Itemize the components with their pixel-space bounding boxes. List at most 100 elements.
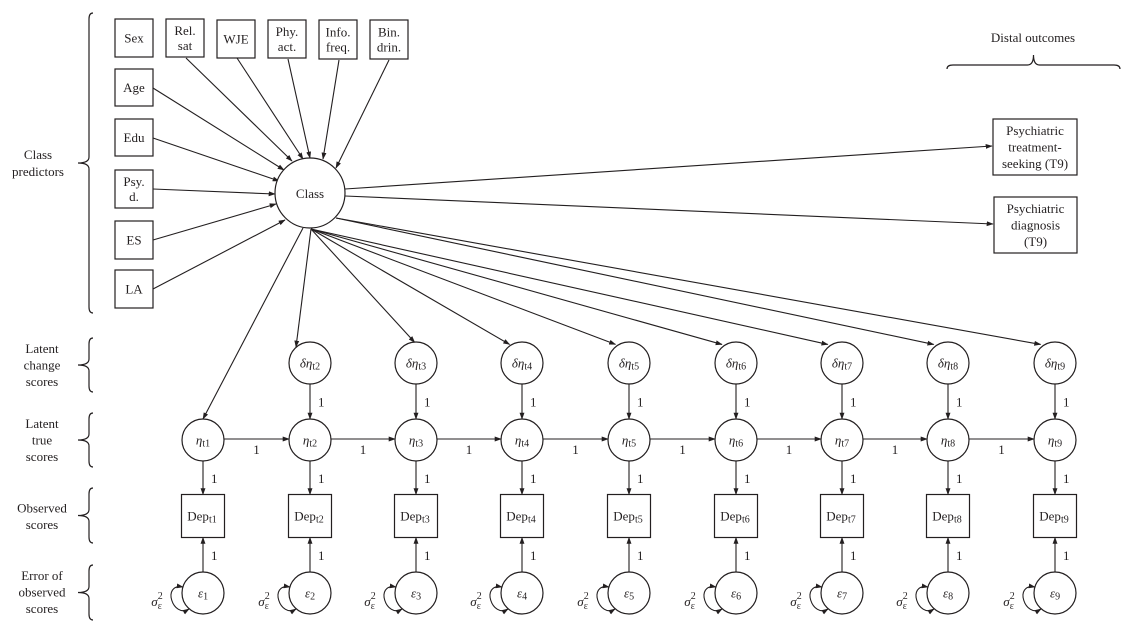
epsilon-label-t1: ε1 (198, 586, 208, 603)
epsilon-node-t1 (181, 571, 225, 615)
coef-delta-eta-t8: 1 (956, 395, 963, 410)
label-latent-change-line: Latent (25, 341, 59, 356)
predictor-label-line: Bin. (378, 25, 400, 40)
coef-eta-dep-t7: 1 (850, 471, 857, 486)
delta-eta-label-t5: δηt5 (619, 356, 639, 373)
coef-delta-eta-t4: 1 (530, 395, 537, 410)
dep-label-t7: Dept7 (826, 509, 855, 526)
coef-autoregressive-t3: 1 (466, 442, 473, 457)
predictor-phy-act: Phy.act. (267, 19, 307, 59)
label-latent-true-line: true (32, 433, 52, 448)
dep-box-t1 (180, 493, 226, 539)
dep-box-t4 (499, 493, 545, 539)
delta-eta-node-t2 (288, 341, 332, 385)
arrow-class-to-delta-eta-t3 (310, 228, 416, 343)
label-latent-true-line: scores (26, 449, 59, 464)
predictor-label-line: Age (123, 80, 145, 95)
predictor-wje: WJE (216, 19, 256, 59)
dep-box-t2 (287, 493, 333, 539)
arrow-info-freq-to-class (321, 59, 340, 160)
dep-box-t3 (393, 493, 439, 539)
coef-autoregressive-t7: 1 (892, 442, 899, 457)
predictor-label-line: WJE (223, 32, 248, 47)
predictor-info-freq: Info.freq. (318, 19, 358, 60)
arrow-class-to-delta-eta-t6 (310, 228, 723, 346)
dep-box-t7 (819, 493, 865, 539)
predictor-label-line: Edu (124, 130, 145, 145)
delta-eta-label-t7: δηt7 (832, 356, 852, 373)
eta-label-t6: ηt6 (729, 433, 743, 450)
predictor-label: Psy.d. (123, 174, 144, 204)
coef-eta-dep-t2: 1 (318, 471, 325, 486)
dep-label-t3: Dept3 (400, 509, 429, 526)
predictor-box (216, 19, 256, 59)
predictor-label-line: ES (126, 233, 141, 248)
eta-label-t8: ηt8 (941, 433, 955, 450)
predictor-label-line: Psy. (123, 174, 144, 189)
arrow-age-to-class (152, 87, 285, 171)
coef-autoregressive-t2: 1 (360, 442, 367, 457)
epsilon-node-t3 (394, 571, 438, 615)
eta-node-t9 (1033, 418, 1077, 462)
arrow-wje-to-class (236, 57, 304, 160)
dep-box-t8 (925, 493, 971, 539)
epsilon-node-t7 (820, 571, 864, 615)
delta-eta-label-t8: δηt8 (938, 356, 958, 373)
delta-eta-label-t3: δηt3 (406, 356, 426, 373)
variance-loop-t5 (596, 583, 616, 615)
coef-eta-dep-t4: 1 (530, 471, 537, 486)
coef-error-dep-t7: 1 (850, 548, 857, 563)
eta-label-t1: ηt1 (196, 433, 210, 450)
arrow-class-to-delta-eta-t4 (310, 228, 511, 345)
brace-latent-change (77, 337, 94, 393)
coef-autoregressive-t1: 1 (253, 442, 260, 457)
dep-box-t9 (1032, 493, 1078, 539)
predictor-label-line: Phy. (276, 24, 299, 39)
label-latent-change-line: change (24, 358, 61, 373)
delta-eta-node-t3 (394, 341, 438, 385)
predictor-label-line: Sex (124, 31, 144, 46)
outcome-label-line: treatment- (1008, 140, 1061, 155)
coef-error-dep-t2: 1 (318, 548, 325, 563)
predictor-label-line: d. (129, 189, 139, 204)
eta-node-t2 (288, 418, 332, 462)
coef-delta-eta-t5: 1 (637, 395, 644, 410)
label-distal-outcomes: Distal outcomes (991, 30, 1075, 45)
dep-label-t6: Dept6 (720, 509, 749, 526)
dep-box-t6 (713, 493, 759, 539)
coef-error-dep-t5: 1 (637, 548, 644, 563)
label-latent-change-line: scores (26, 374, 59, 389)
arrow-class-to-delta-eta-t7 (310, 228, 829, 346)
outcome-box (992, 118, 1078, 176)
outcome-box (993, 196, 1078, 254)
predictor-box (369, 19, 409, 60)
predictor-label-line: freq. (326, 40, 350, 55)
epsilon-label-t9: ε9 (1050, 586, 1060, 603)
epsilon-label-t7: ε7 (837, 586, 847, 603)
predictor-label-line: Rel. (174, 23, 195, 38)
dep-label-t9: Dept9 (1039, 509, 1068, 526)
dep-label-t1: Dept1 (187, 509, 216, 526)
delta-eta-node-t8 (926, 341, 970, 385)
dep-label-t5: Dept5 (613, 509, 642, 526)
epsilon-label-t2: ε2 (305, 586, 315, 603)
delta-eta-label-t4: δηt4 (512, 356, 532, 373)
arrow-la-to-class (152, 219, 286, 290)
label-observed-line: scores (26, 517, 59, 532)
brace-latent-true (77, 412, 94, 468)
arrow-class-to-delta-eta-t2 (294, 228, 312, 348)
brace-class-predictors (77, 12, 94, 314)
predictor-box (114, 68, 154, 107)
arrow-class-to-eta-t1 (202, 227, 304, 420)
predictor-label-line: sat (178, 38, 193, 53)
eta-label-t9: ηt9 (1048, 433, 1062, 450)
